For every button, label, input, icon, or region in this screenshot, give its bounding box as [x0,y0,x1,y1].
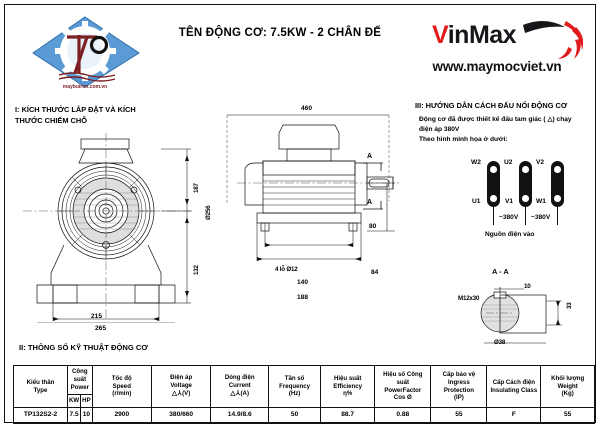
col-ingress-protection: Cấp bảo vệ Ingress Protection (IP) [430,365,488,408]
col-frequency: Tần số Frequency (Hz) [268,365,322,408]
section-mark-a-top: A [367,153,372,160]
brand-letter-v: V [432,21,448,49]
col-insulation-class: Cấp Cách điện Insulating Class [486,365,542,408]
terminal-label-w2: W2 [471,159,481,166]
wiring-note-line3: Theo hình minh họa ở dưới: [419,136,508,144]
dim-187: 187 [193,183,200,193]
terminal-hole [554,195,561,202]
dim-188: 188 [297,294,309,301]
terminal-label-v1: V1 [505,198,514,205]
col-weight: Khối lượng Weight (Kg) [540,365,595,408]
dim-132: 132 [193,265,200,275]
cell-type: TP132S2-2 [12,407,69,424]
side-view-drawing: 460 4 lỗ Ø12 140 188 84 80 A A [217,101,402,321]
terminal-label-u1: U1 [472,198,481,205]
dim-thread-m12x30: M12x30 [458,295,480,302]
cell-kw: 7.5 [67,407,82,424]
terminal-label-w1: W1 [536,198,546,205]
dim-diameter-256: Ø256 [205,205,212,220]
section-aa-title: A - A [492,267,509,276]
supply-lead-2 [525,207,527,225]
terminal-hole [522,166,529,173]
section-two-heading: II: THÔNG SỐ KỸ THUẬT ĐỘNG CƠ [19,343,148,352]
dim-10: 10 [524,283,531,290]
dim-80: 80 [369,223,377,230]
col-power: Công suất Power [67,365,93,395]
section-three-body: Động cơ đã được thiết kế đấu tam giác ( … [419,115,597,146]
col-power-hp: HP [80,394,93,408]
col-power-kw: KW [67,394,82,408]
cell-efficiency: 88.7 [320,407,376,424]
brand-letters-rest: inMax [447,21,517,49]
wiring-note-line1: Động cơ đã được thiết kế đấu tam giác ( … [419,116,572,123]
dim-140: 140 [297,279,309,286]
cell-hp: 10 [80,407,93,424]
supply-caption: Nguồn điện vào [485,231,535,238]
company-logo: maybuiron.com.vn [27,13,147,91]
cell-voltage: 380/660 [150,407,212,424]
terminal-hole [554,166,561,173]
section-mark-a-bottom: A [367,199,372,206]
col-power-factor: Hiệu số Công suất PowerFactor Cos Ø [374,365,432,408]
dim-33: 33 [566,302,573,309]
col-current: Dòng điện Current △⅄(A) [210,365,270,408]
table-row: TP132S2-2 7.5 10 2900 380/660 14.9/8.6 5… [12,407,595,424]
terminal-label-v2: V2 [536,159,545,166]
cell-ip: 55 [430,407,488,424]
cell-weight: 55 [540,407,595,424]
voltage-label-2: ~380V [531,214,551,221]
cell-power-factor: 0.88 [374,407,432,424]
cell-speed: 2900 [91,407,152,424]
cell-frequency: 50 [268,407,322,424]
dim-215: 215 [91,313,103,320]
section-one-heading: I: KÍCH THƯỚC LẮP ĐẶT VÀ KÍCH THƯỚC CHIẾ… [15,105,136,125]
drawing-sheet: maybuiron.com.vn TÊN ĐỘNG CƠ: 7.5KW - 2 … [4,4,597,424]
dim-460: 460 [301,105,313,112]
terminal-plate-2 [519,161,532,207]
supply-lead-3 [557,207,559,225]
terminal-plate-1 [487,161,500,207]
specification-table: Kiểu thân Type Công suất Power Tốc độ Sp… [12,365,595,424]
col-speed: Tốc độ Speed (r/min) [91,365,152,408]
supply-lead-1 [493,207,495,225]
terminal-hole [490,166,497,173]
terminal-hole [490,195,497,202]
section-three-heading: III: HƯỚNG DẪN CÁCH ĐẤU NỐI ĐỘNG CƠ [415,101,568,110]
cell-current: 14.9/8.6 [210,407,270,424]
terminal-plate-3 [551,161,564,207]
svg-text:maybuiron.com.vn: maybuiron.com.vn [63,84,107,90]
wiring-note-line2: điện áp 380V [419,126,460,134]
brand-wordmark: VinMax [432,21,517,49]
terminal-hole [522,195,529,202]
dim-holes: 4 lỗ Ø12 [275,266,298,273]
page-title: TÊN ĐỘNG CƠ: 7.5KW - 2 CHÂN ĐẾ [178,27,382,39]
dim-84: 84 [371,269,379,276]
voltage-label-1: ~380V [499,214,519,221]
delta-wye-symbol-current: △⅄ [230,390,241,398]
dim-shaft-diameter: Ø38 [494,339,506,346]
brand-website: www.maymocviet.vn [432,59,562,74]
col-efficiency: Hiệu suất Efficiency η% [320,365,376,408]
dim-265: 265 [95,325,107,332]
front-view-drawing: 187 132 215 265 [23,133,218,332]
terminal-wiring-diagram: W2 U2 V2 U1 V1 W1 ~380V ~380V Nguồn điện… [455,151,585,251]
cell-insulation: F [486,407,542,424]
col-type: Kiểu thân Type [12,365,69,408]
brand-logo: VinMax www.maymocviet.vn [400,19,590,81]
section-aa-detail: A - A M12x30 10 33 [450,267,590,347]
terminal-label-u2: U2 [504,159,513,166]
col-voltage: Điện áp Voltage △⅄(V) [150,365,212,408]
table-header-row: Kiểu thân Type Công suất Power Tốc độ Sp… [12,365,595,408]
delta-wye-symbol-voltage: △⅄ [172,390,183,398]
